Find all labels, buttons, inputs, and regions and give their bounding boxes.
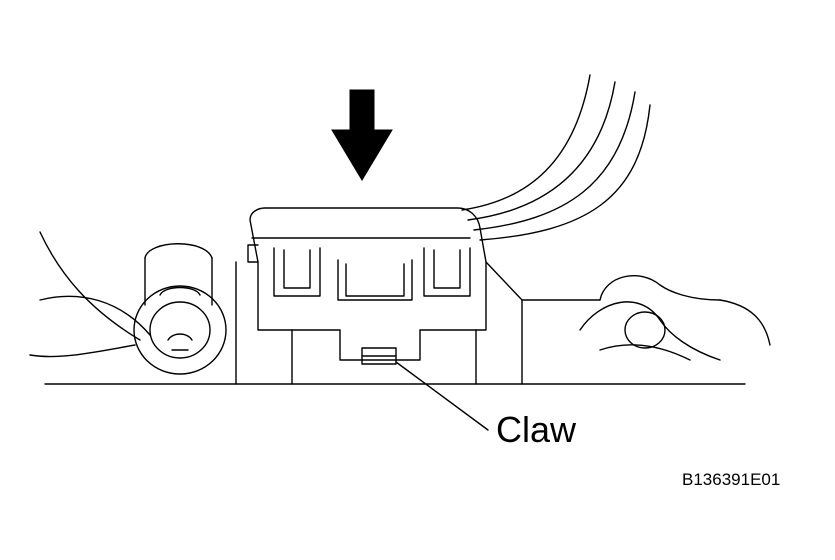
right-body-outline xyxy=(521,275,771,361)
push-down-arrow-icon xyxy=(331,89,393,181)
claw-label: Claw xyxy=(496,409,577,450)
claw xyxy=(361,347,397,365)
claw-leader-line xyxy=(395,361,489,431)
connector-housing xyxy=(235,207,523,385)
wire-harness xyxy=(461,74,651,241)
figure-code-label: B136391E01 xyxy=(682,470,781,489)
bolt-boss xyxy=(133,243,227,375)
left-body-outline xyxy=(29,231,151,358)
